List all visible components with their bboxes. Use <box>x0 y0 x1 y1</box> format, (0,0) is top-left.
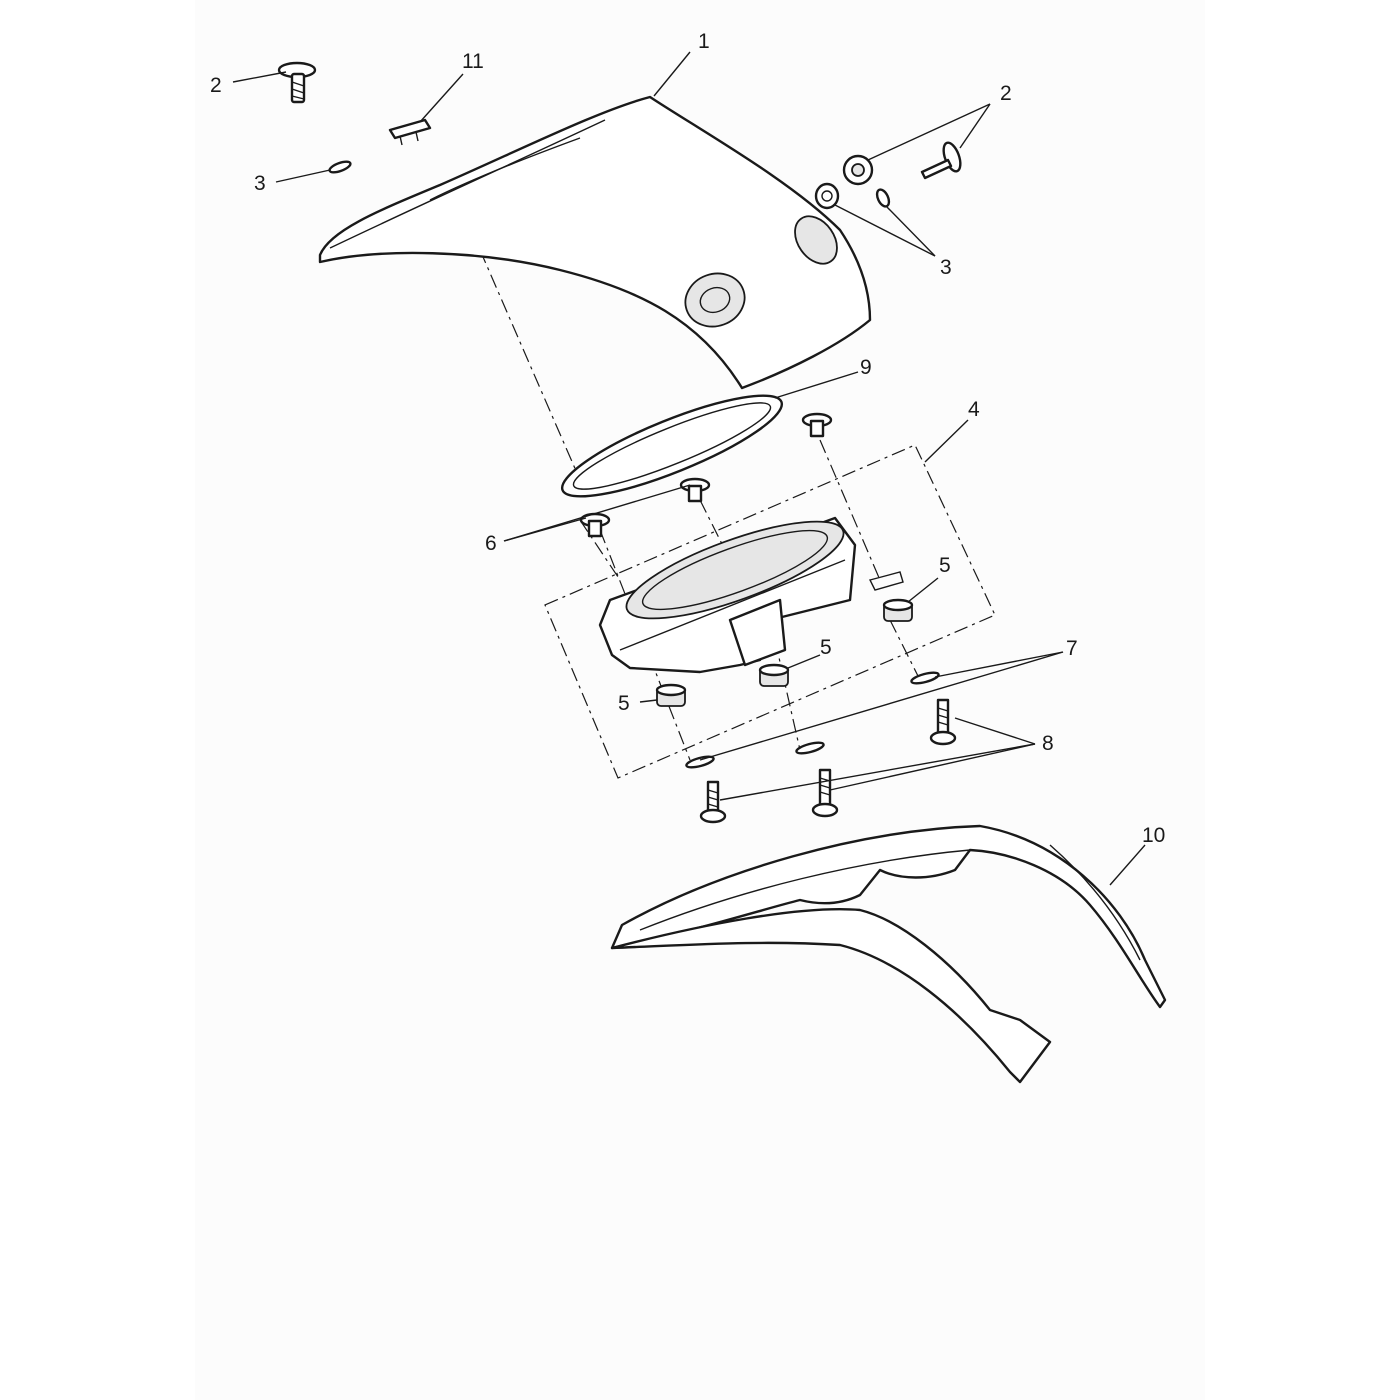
callout-3-left: 3 <box>254 172 266 195</box>
washer <box>685 755 715 769</box>
rubber-bush <box>758 663 790 687</box>
leader-lines <box>232 51 1146 886</box>
callout-2-right: 2 <box>1000 82 1012 105</box>
callout-labels: 1 2 11 3 2 3 9 4 6 5 5 5 7 8 10 <box>210 30 1165 847</box>
rubber-bush <box>882 598 914 622</box>
rubber-bushes-group <box>655 598 914 707</box>
upper-cowl-part <box>318 95 872 390</box>
bolt <box>929 698 957 746</box>
mount-pin <box>579 512 611 538</box>
callout-4: 4 <box>968 398 980 421</box>
right-fasteners-group <box>814 141 962 210</box>
callout-1: 1 <box>698 30 710 53</box>
washers-group <box>685 671 940 769</box>
callout-7: 7 <box>1066 637 1078 660</box>
assembly-box <box>544 444 996 779</box>
instrument-assembly-part <box>598 516 904 674</box>
callout-6: 6 <box>485 532 497 555</box>
mount-pins-group <box>579 412 833 538</box>
bolt <box>699 780 727 824</box>
callout-8: 8 <box>1042 732 1054 755</box>
washer <box>795 741 825 755</box>
clip-part <box>388 118 432 146</box>
callout-2-left: 2 <box>210 74 222 97</box>
gasket-ring-part <box>560 394 784 498</box>
callout-5-middle: 5 <box>820 636 832 659</box>
washer <box>910 671 940 685</box>
callout-5-left: 5 <box>618 692 630 715</box>
mount-pin <box>679 477 711 503</box>
callout-3-right: 3 <box>940 256 952 279</box>
screw-left-part <box>277 61 317 104</box>
callout-10: 10 <box>1142 824 1165 847</box>
rubber-bush <box>655 683 687 707</box>
callout-9: 9 <box>860 356 872 379</box>
lower-trim-part <box>610 824 1167 1084</box>
callout-11: 11 <box>462 50 484 73</box>
callout-5-right: 5 <box>939 554 951 577</box>
mount-pin <box>801 412 833 438</box>
